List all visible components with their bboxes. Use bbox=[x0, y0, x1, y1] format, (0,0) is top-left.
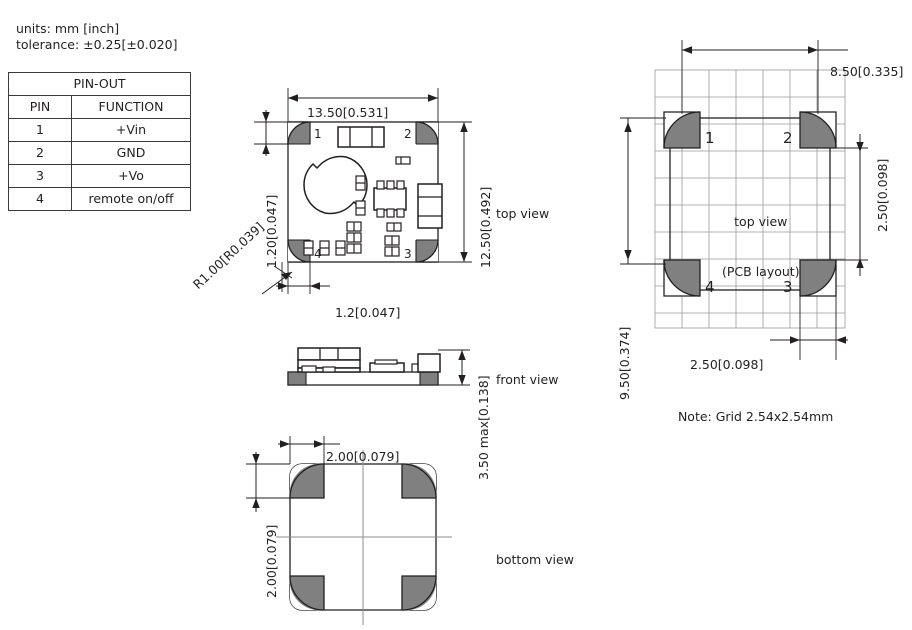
table-row: 4 remote on/off bbox=[8, 187, 191, 211]
pcb-pads bbox=[663, 111, 837, 297]
dim-pad-width-label: 1.2[0.047] bbox=[334, 304, 401, 320]
table-row: 3 +Vo bbox=[8, 164, 191, 188]
table-row: 2 GND bbox=[8, 141, 191, 165]
dim-pcb-pad-horiz: 2.50[0.098] bbox=[682, 340, 763, 373]
component-chips bbox=[303, 156, 411, 257]
cell-function: +Vo bbox=[71, 164, 191, 188]
dim-pcb-pad-vert-label: 2.50[0.098] bbox=[875, 158, 890, 232]
pcb-pin-label-1: 1 bbox=[705, 129, 715, 147]
cell-pin: 2 bbox=[8, 141, 72, 165]
dim-bottom-pad-width: 2.00[0.079] bbox=[318, 432, 399, 465]
view-label-top-text: top view bbox=[495, 205, 550, 221]
pin-label-1: 1 bbox=[314, 127, 322, 141]
front-view-drawing bbox=[230, 336, 500, 406]
units-line: units: mm [inch] bbox=[15, 20, 120, 36]
grid-note: Note: Grid 2.54x2.54mm bbox=[670, 392, 833, 425]
pcb-layout-label-line2: (PCB layout) bbox=[722, 263, 800, 279]
table-row-title: PIN-OUT bbox=[8, 72, 191, 96]
dim-top-width-label: 13.50[0.531] bbox=[306, 104, 389, 120]
dim-bottom-pad-height: 2.00[0.079] bbox=[264, 525, 281, 598]
pinout-table: PIN-OUT PIN FUNCTION 1 +Vin 2 GND 3 +Vo … bbox=[8, 72, 191, 211]
cell-pin: 1 bbox=[8, 118, 72, 142]
pin-label-4: 4 bbox=[314, 247, 322, 261]
cell-function: GND bbox=[71, 141, 191, 165]
bottom-view-drawing bbox=[230, 420, 500, 630]
cell-pin: 4 bbox=[8, 187, 72, 211]
component-inductor bbox=[303, 155, 368, 215]
dim-top-width: 13.50[0.531] bbox=[299, 88, 388, 121]
pcb-pin-label-2: 2 bbox=[783, 129, 793, 147]
dim-pcb-height-label: 9.50[0.374] bbox=[617, 326, 632, 400]
cell-function: remote on/off bbox=[71, 187, 191, 211]
grid-note-text: Note: Grid 2.54x2.54mm bbox=[677, 408, 834, 424]
pin-label-3: 3 bbox=[404, 247, 412, 261]
cell-function: +Vin bbox=[71, 118, 191, 142]
table-row-header: PIN FUNCTION bbox=[8, 95, 191, 119]
pcb-layout-label: top view (PCB layout) bbox=[722, 181, 800, 297]
tolerance-note: tolerance: ±0.25[±0.020] bbox=[8, 20, 178, 53]
cell-pin: 3 bbox=[8, 164, 72, 188]
component-capacitor-right bbox=[417, 183, 443, 229]
dim-pcb-width: 8.50[0.335] bbox=[822, 47, 903, 80]
pcb-pin-label-3: 3 bbox=[783, 278, 793, 296]
dim-pcb-height: 9.50[0.374] bbox=[617, 327, 634, 400]
pcb-layout-label-line1: top view bbox=[734, 214, 788, 229]
view-label-top: top view bbox=[488, 189, 549, 222]
column-header-function: FUNCTION bbox=[71, 95, 191, 119]
dim-pcb-pad-vert: 2.50[0.098] bbox=[875, 159, 892, 232]
dim-pcb-pad-horiz-label: 2.50[0.098] bbox=[689, 356, 764, 372]
top-view-drawing: 1 2 3 4 bbox=[230, 80, 500, 310]
tolerance-line: tolerance: ±0.25[±0.020] bbox=[15, 36, 178, 52]
view-label-bottom-text: bottom view bbox=[495, 551, 574, 567]
component-ic bbox=[373, 180, 407, 218]
view-label-front-text: front view bbox=[495, 371, 559, 387]
component-fuse bbox=[337, 126, 385, 148]
pinout-title: PIN-OUT bbox=[8, 72, 191, 96]
column-header-pin: PIN bbox=[8, 95, 72, 119]
units-note: units: mm [inch] bbox=[8, 4, 119, 37]
pcb-layout-drawing: 1 2 3 4 bbox=[600, 30, 912, 370]
dim-bottom-pad-width-label: 2.00[0.079] bbox=[325, 448, 400, 464]
dim-bottom-pad-height-label: 2.00[0.079] bbox=[264, 524, 279, 598]
dim-pad-width: 1.2[0.047] bbox=[327, 288, 400, 321]
dim-pcb-width-label: 8.50[0.335] bbox=[829, 63, 904, 79]
pcb-pin-label-4: 4 bbox=[705, 278, 715, 296]
pin-label-2: 2 bbox=[404, 127, 412, 141]
table-row: 1 +Vin bbox=[8, 118, 191, 142]
view-label-front: front view bbox=[488, 355, 559, 388]
view-label-bottom: bottom view bbox=[488, 535, 574, 568]
